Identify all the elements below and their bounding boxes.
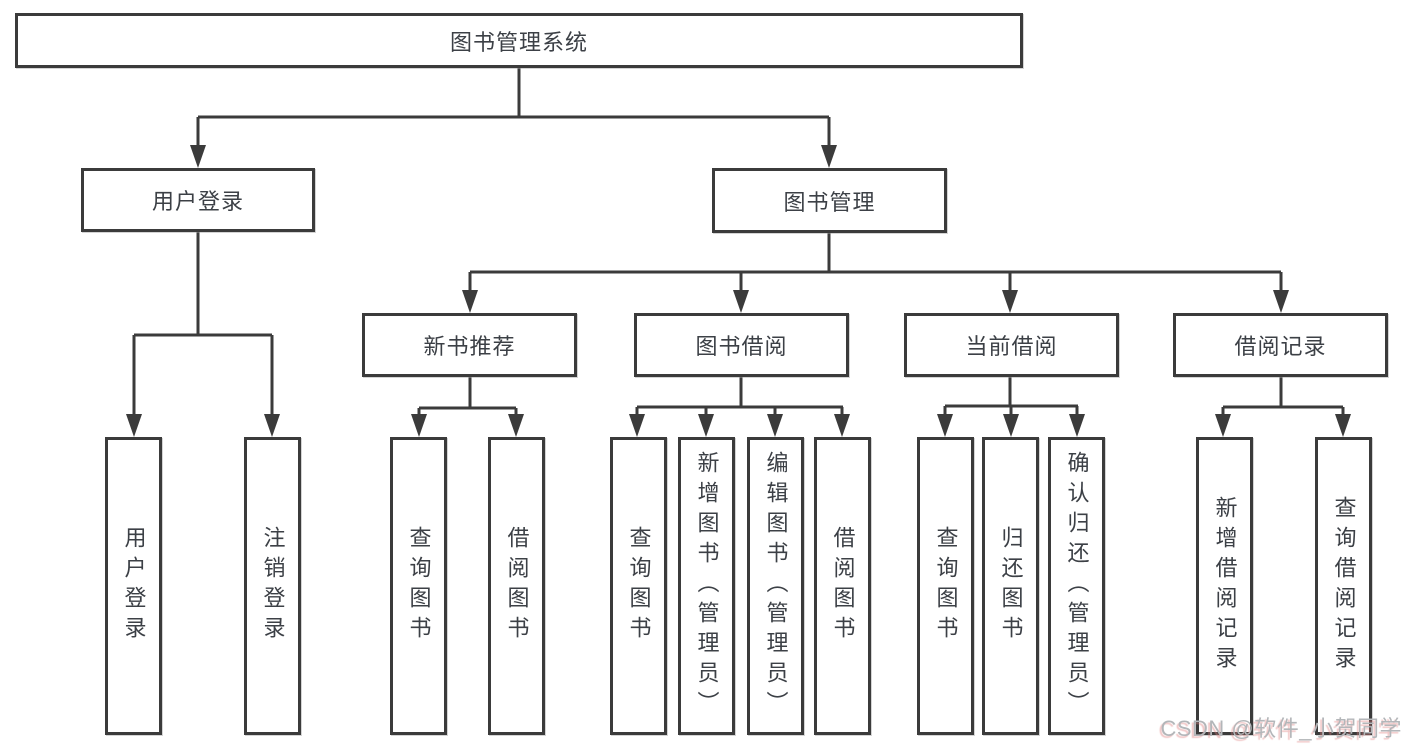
node-new-book-recommendation: 新书推荐	[362, 313, 577, 377]
node-label: 查询图书	[933, 526, 959, 646]
node-user-login: 用户登录	[81, 168, 315, 232]
node-label: 图书借阅	[695, 334, 788, 359]
leaf-query-borrow-record: 查询借阅记录	[1315, 437, 1372, 735]
leaf-logout: 注销登录	[244, 437, 301, 735]
arrow-down-icon	[698, 414, 714, 437]
arrow-down-icon	[1069, 414, 1085, 437]
node-label: 确认归还（管理员）	[1064, 451, 1090, 721]
arrow-down-icon	[508, 414, 524, 437]
connector-new-book-to-leaves	[417, 377, 518, 418]
arrow-down-icon	[834, 414, 850, 437]
leaf-add-borrow-record: 新增借阅记录	[1196, 437, 1253, 735]
leaf-user-login: 用户登录	[105, 437, 162, 735]
arrowheads	[126, 145, 1351, 437]
arrow-down-icon	[1273, 290, 1289, 313]
node-label: 图书管理系统	[449, 29, 588, 55]
node-label: 当前借阅	[965, 334, 1058, 359]
arrow-down-icon	[1003, 414, 1019, 437]
node-borrowing-records: 借阅记录	[1173, 313, 1388, 377]
node-label: 查询借阅记录	[1331, 496, 1357, 676]
node-label: 查询图书	[626, 526, 652, 646]
arrow-down-icon	[821, 145, 837, 168]
node-book-management: 图书管理	[712, 168, 947, 233]
leaf-confirm-return-admin: 确认归还（管理员）	[1048, 437, 1105, 735]
node-label: 注销登录	[260, 526, 286, 646]
arrow-down-icon	[462, 290, 478, 313]
connector-book-borrow-to-leaves	[635, 377, 844, 418]
node-label: 借阅记录	[1234, 334, 1327, 359]
csdn-watermark: CSDN @软件_小贺同学	[1160, 716, 1402, 741]
node-label: 归还图书	[998, 526, 1024, 646]
node-label: 借阅图书	[504, 526, 530, 646]
node-label: 图书管理	[783, 189, 876, 215]
arrow-down-icon	[411, 414, 427, 437]
leaf-return-books: 归还图书	[982, 437, 1039, 735]
arrow-down-icon	[937, 414, 953, 437]
connector-records-to-leaves	[1221, 377, 1345, 418]
arrow-down-icon	[1002, 290, 1018, 313]
leaf-add-books-admin: 新增图书（管理员）	[678, 437, 735, 735]
leaf-borrow-books: 借阅图书	[488, 437, 545, 735]
connector-root-to-level1	[196, 68, 831, 150]
node-label: 借阅图书	[830, 526, 856, 646]
leaf-query-books: 查询图书	[390, 437, 447, 735]
arrow-down-icon	[1335, 414, 1351, 437]
connector-book-mgmt-to-level2	[468, 233, 1283, 294]
connector-user-login-to-leaves	[132, 232, 274, 418]
node-label: 新增借阅记录	[1212, 496, 1238, 676]
leaf-borrow-books: 借阅图书	[814, 437, 871, 735]
arrow-down-icon	[126, 414, 142, 437]
leaf-query-books: 查询图书	[917, 437, 974, 735]
node-label: 新增图书（管理员）	[694, 451, 720, 721]
leaf-edit-books-admin: 编辑图书（管理员）	[747, 437, 804, 735]
node-label: 新书推荐	[423, 334, 516, 359]
arrow-down-icon	[190, 145, 206, 168]
arrow-down-icon	[629, 414, 645, 437]
arrow-down-icon	[1215, 414, 1231, 437]
connector-current-borrow-to-leaves	[943, 377, 1079, 418]
leaf-query-books: 查询图书	[610, 437, 667, 735]
arrow-down-icon	[733, 290, 749, 313]
arrow-down-icon	[767, 414, 783, 437]
node-library-management-system: 图书管理系统	[15, 13, 1023, 68]
node-label: 用户登录	[121, 526, 147, 646]
arrow-down-icon	[264, 414, 280, 437]
node-current-borrowing: 当前借阅	[904, 313, 1119, 377]
node-label: 查询图书	[406, 526, 432, 646]
node-label: 用户登录	[151, 189, 244, 214]
node-label: 编辑图书（管理员）	[763, 451, 789, 721]
node-book-borrowing: 图书借阅	[634, 313, 849, 377]
